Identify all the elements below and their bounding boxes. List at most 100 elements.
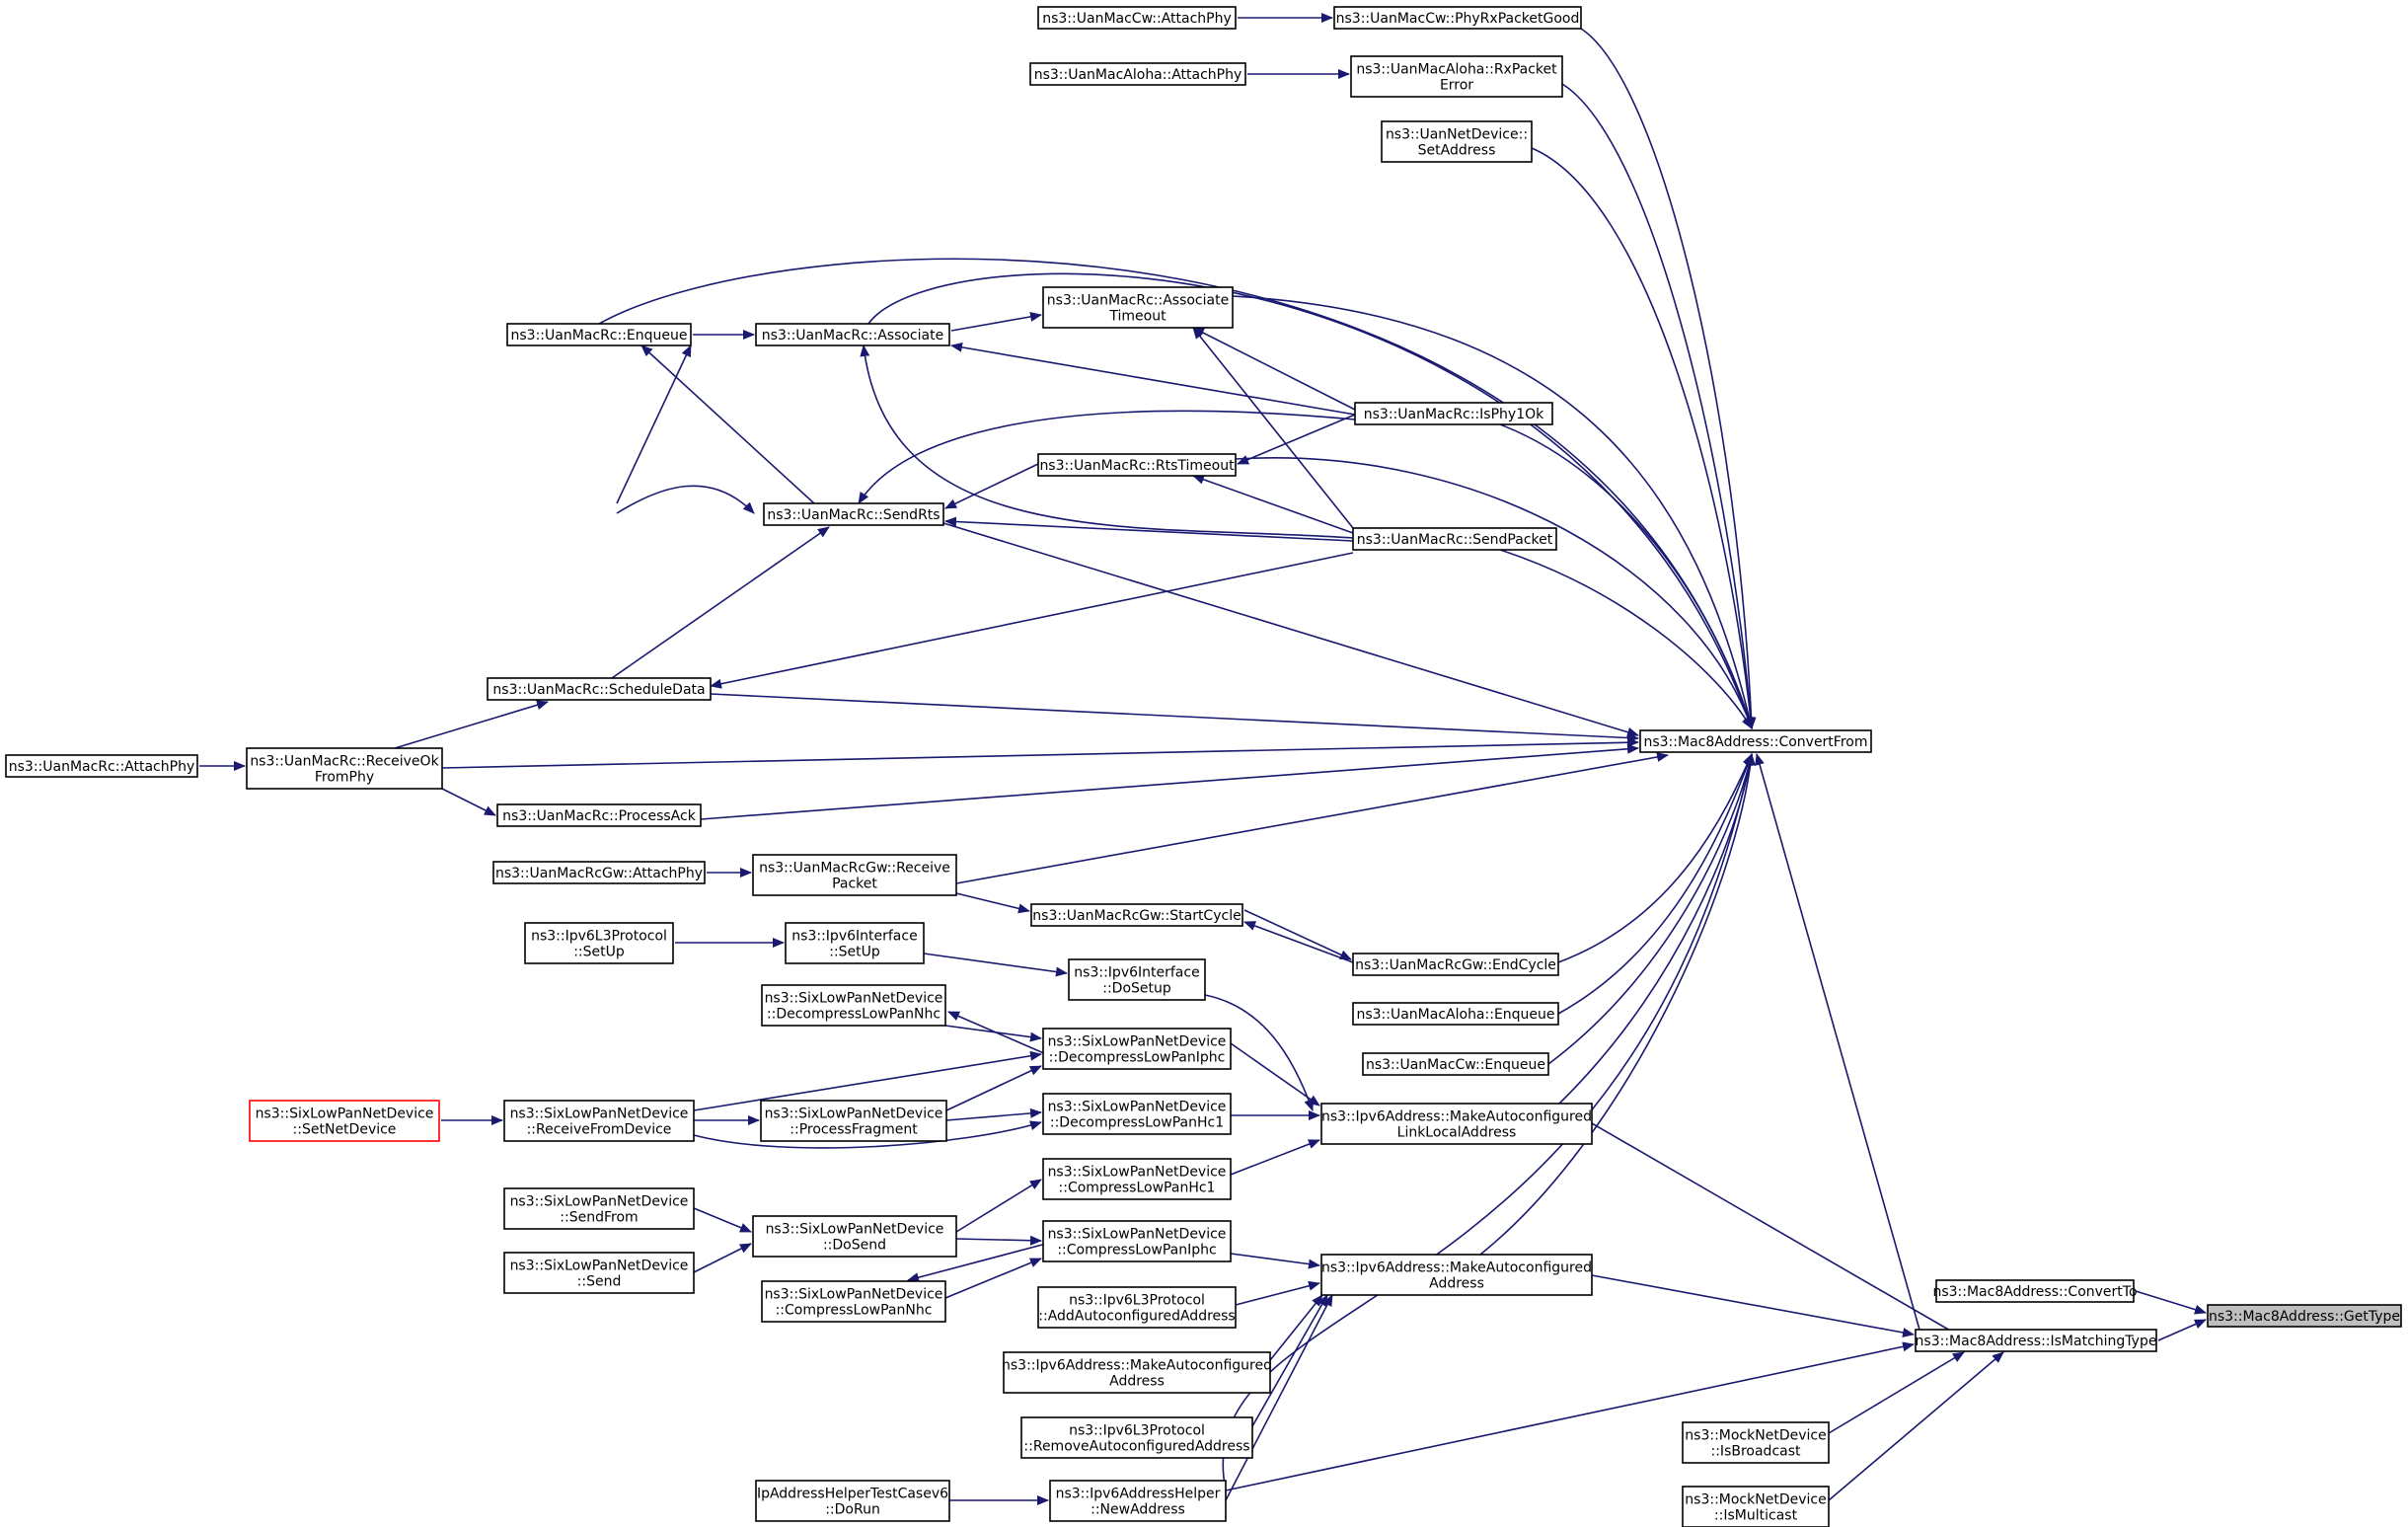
node-box[interactable] — [487, 677, 712, 701]
node-ipv6l3-removeauto[interactable]: ns3::Ipv6L3Protocol::RemoveAutoconfigure… — [1020, 1416, 1253, 1459]
node-rc-sendpacket[interactable]: ns3::UanMacRc::SendPacket — [1352, 527, 1557, 551]
node-box[interactable] — [1320, 1103, 1593, 1145]
node-six-comp-nhc[interactable]: ns3::SixLowPanNetDevice::CompressLowPanN… — [761, 1280, 946, 1323]
node-six-setnetdevice[interactable]: ns3::SixLowPanNetDevice::SetNetDevice — [249, 1100, 440, 1142]
node-box[interactable] — [1029, 62, 1246, 86]
node-box[interactable] — [1935, 1279, 2135, 1303]
node-ipv6l3-setup[interactable]: ns3::Ipv6L3Protocol::SetUp — [524, 922, 674, 964]
node-box[interactable] — [496, 803, 702, 827]
node-box[interactable] — [755, 323, 950, 346]
node-box[interactable] — [2207, 1304, 2402, 1328]
node-aloha-attachphy[interactable]: ns3::UanMacAloha::AttachPhy — [1029, 62, 1246, 86]
node-mock-ismulticast[interactable]: ns3::MockNetDevice::IsMulticast — [1682, 1486, 1830, 1527]
node-box[interactable] — [760, 1100, 947, 1142]
node-box[interactable] — [1042, 1158, 1232, 1200]
node-six-processfrag[interactable]: ns3::SixLowPanNetDevice::ProcessFragment — [760, 1100, 947, 1142]
node-box[interactable] — [1352, 1002, 1559, 1026]
node-rc-associate[interactable]: ns3::UanMacRc::Associate — [755, 323, 950, 346]
node-ipv6helper-newaddr[interactable]: ns3::Ipv6AddressHelper::NewAddress — [1049, 1480, 1227, 1522]
node-six-dosend[interactable]: ns3::SixLowPanNetDevice::DoSend — [752, 1215, 957, 1258]
node-aloha-enqueue[interactable]: ns3::UanMacAloha::Enqueue — [1352, 1002, 1559, 1026]
node-box[interactable] — [1042, 286, 1234, 329]
node-ipv6if-dosetup[interactable]: ns3::Ipv6Interface::DoSetup — [1068, 958, 1206, 1001]
node-uannet-setaddr[interactable]: ns3::UanNetDevice::SetAddress — [1381, 120, 1533, 163]
node-ipv6l3-addauto[interactable]: ns3::Ipv6L3Protocol::AddAutoconfiguredAd… — [1037, 1286, 1237, 1329]
node-box[interactable] — [1915, 1329, 2157, 1352]
node-rc-enqueue[interactable]: ns3::UanMacRc::Enqueue — [506, 323, 692, 346]
node-box[interactable] — [752, 1215, 957, 1258]
node-box[interactable] — [249, 1100, 440, 1142]
node-rcgw-startcycle[interactable]: ns3::UanMacRcGw::StartCycle — [1030, 903, 1243, 927]
node-box[interactable] — [1020, 1416, 1253, 1459]
node-box[interactable] — [1042, 1093, 1232, 1135]
node-box[interactable] — [763, 502, 944, 526]
node-six-decomp-nhc[interactable]: ns3::SixLowPanNetDevice::DecompressLowPa… — [761, 984, 946, 1027]
node-box[interactable] — [1068, 958, 1206, 1001]
node-box[interactable] — [246, 747, 443, 790]
node-box[interactable] — [1037, 6, 1237, 30]
node-rc-attachphy[interactable]: ns3::UanMacRc::AttachPhy — [5, 754, 198, 778]
node-six-sendfrom[interactable]: ns3::SixLowPanNetDevice::SendFrom — [503, 1187, 695, 1230]
node-six-receivefrom[interactable]: ns3::SixLowPanNetDevice::ReceiveFromDevi… — [503, 1100, 695, 1142]
node-cw-enqueue[interactable]: ns3::UanMacCw::Enqueue — [1362, 1052, 1549, 1076]
node-box[interactable] — [1352, 527, 1557, 551]
node-box[interactable] — [506, 323, 692, 346]
node-six-send[interactable]: ns3::SixLowPanNetDevice::Send — [503, 1252, 695, 1294]
node-rc-sendrts[interactable]: ns3::UanMacRc::SendRts — [763, 502, 944, 526]
node-ipv6-mk-addr2[interactable]: ns3::Ipv6Address::MakeAutoconfiguredAddr… — [1002, 1351, 1272, 1394]
node-rc-isphy1ok[interactable]: ns3::UanMacRc::IsPhy1Ok — [1354, 402, 1553, 425]
node-six-comp-iphc[interactable]: ns3::SixLowPanNetDevice::CompressLowPanI… — [1042, 1220, 1232, 1262]
node-rc-processack[interactable]: ns3::UanMacRc::ProcessAck — [496, 803, 702, 827]
node-box[interactable] — [492, 861, 706, 884]
node-rc-scheduledata[interactable]: ns3::UanMacRc::ScheduleData — [487, 677, 712, 701]
node-ipv6-mk-linklocal[interactable]: ns3::Ipv6Address::MakeAutoconfiguredLink… — [1320, 1103, 1593, 1145]
node-box[interactable] — [1682, 1486, 1830, 1527]
node-box[interactable] — [785, 922, 925, 964]
node-convertfrom[interactable]: ns3::Mac8Address::ConvertFrom — [1639, 729, 1872, 753]
node-box[interactable] — [1030, 903, 1243, 927]
node-gettype[interactable]: ns3::Mac8Address::GetType — [2207, 1304, 2402, 1328]
node-box[interactable] — [1639, 729, 1872, 753]
node-box[interactable] — [761, 1280, 946, 1323]
node-box[interactable] — [752, 854, 957, 896]
node-box[interactable] — [1354, 402, 1553, 425]
node-six-decomp-hc1[interactable]: ns3::SixLowPanNetDevice::DecompressLowPa… — [1042, 1093, 1232, 1135]
node-box[interactable] — [503, 1100, 695, 1142]
node-iphelper-test[interactable]: IpAddressHelperTestCasev6::DoRun — [755, 1480, 950, 1522]
node-box[interactable] — [1682, 1421, 1830, 1464]
node-box[interactable] — [1003, 1351, 1271, 1394]
node-box[interactable] — [503, 1187, 695, 1230]
node-rcgw-attachphy[interactable]: ns3::UanMacRcGw::AttachPhy — [492, 861, 706, 884]
node-rcgw-endcycle[interactable]: ns3::UanMacRcGw::EndCycle — [1352, 953, 1559, 976]
node-box[interactable] — [1042, 1220, 1232, 1262]
node-box[interactable] — [1042, 1028, 1232, 1070]
node-six-comp-hc1[interactable]: ns3::SixLowPanNetDevice::CompressLowPanH… — [1042, 1158, 1232, 1200]
node-mock-isbroadcast[interactable]: ns3::MockNetDevice::IsBroadcast — [1682, 1421, 1830, 1464]
node-box[interactable] — [1350, 55, 1563, 98]
node-box[interactable] — [761, 984, 946, 1027]
node-box[interactable] — [524, 922, 674, 964]
node-ipv6if-setup[interactable]: ns3::Ipv6Interface::SetUp — [785, 922, 925, 964]
node-box[interactable] — [1037, 453, 1237, 477]
node-rc-rtstimeout[interactable]: ns3::UanMacRc::RtsTimeout — [1037, 453, 1237, 477]
node-six-decomp-iphc[interactable]: ns3::SixLowPanNetDevice::DecompressLowPa… — [1042, 1028, 1232, 1070]
node-convertto[interactable]: ns3::Mac8Address::ConvertTo — [1932, 1279, 2138, 1303]
node-box[interactable] — [755, 1480, 950, 1522]
node-ipv6-mk-addr[interactable]: ns3::Ipv6Address::MakeAutoconfiguredAddr… — [1320, 1254, 1593, 1296]
node-box[interactable] — [1320, 1254, 1593, 1296]
node-box[interactable] — [1037, 1286, 1237, 1329]
node-box[interactable] — [1049, 1480, 1227, 1522]
node-cw-phyrx[interactable]: ns3::UanMacCw::PhyRxPacketGood — [1333, 6, 1582, 30]
node-box[interactable] — [1333, 6, 1582, 30]
node-box[interactable] — [1352, 953, 1559, 976]
node-ismatchingtype[interactable]: ns3::Mac8Address::IsMatchingType — [1915, 1329, 2157, 1352]
node-box[interactable] — [503, 1252, 695, 1294]
node-box[interactable] — [1381, 120, 1533, 163]
node-cw-attachphy[interactable]: ns3::UanMacCw::AttachPhy — [1037, 6, 1237, 30]
node-box[interactable] — [5, 754, 198, 778]
node-box[interactable] — [1362, 1052, 1549, 1076]
